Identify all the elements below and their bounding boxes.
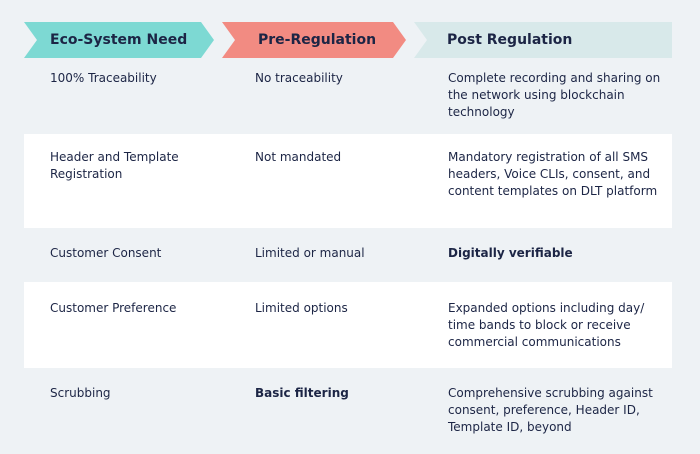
table-row: Customer Consent Limited or manual Digit… — [24, 228, 672, 282]
cell-post: Comprehensive scrubbing against consent,… — [448, 386, 653, 434]
cell-need: 100% Traceability — [50, 71, 157, 85]
table-row: 100% Traceability No traceability Comple… — [24, 70, 672, 134]
cell-pre: Limited options — [255, 301, 348, 315]
cell-post: Complete recording and sharing on the ne… — [448, 71, 661, 119]
header-label: Eco-System Need — [50, 32, 188, 48]
header-label: Post Regulation — [447, 32, 573, 48]
cell-post: Mandatory registration of all SMS header… — [448, 150, 658, 198]
cell-pre: Not mandated — [255, 150, 342, 164]
cell-pre: Limited or manual — [255, 246, 365, 260]
table-row: Header and Template Registration Not man… — [24, 134, 672, 228]
cell-post: Digitally verifiable — [448, 246, 573, 260]
cell-need: Header and Template Registration — [50, 150, 179, 181]
cell-pre: No traceability — [255, 71, 343, 85]
cell-post: Expanded options including day/ time ban… — [448, 301, 645, 349]
cell-need: Customer Consent — [50, 246, 162, 260]
header-label: Pre-Regulation — [258, 32, 377, 48]
header-pre-regulation: Pre-Regulation — [222, 22, 406, 58]
table-row: Customer Preference Limited options Expa… — [24, 282, 672, 368]
cell-need: Customer Preference — [50, 301, 177, 315]
cell-pre: Basic filtering — [255, 386, 349, 400]
header-post-regulation: Post Regulation — [414, 22, 672, 58]
cell-need: Scrubbing — [50, 386, 111, 400]
table-row: Scrubbing Basic filtering Comprehensive … — [24, 368, 672, 440]
header-eco-system-need: Eco-System Need — [24, 22, 214, 58]
